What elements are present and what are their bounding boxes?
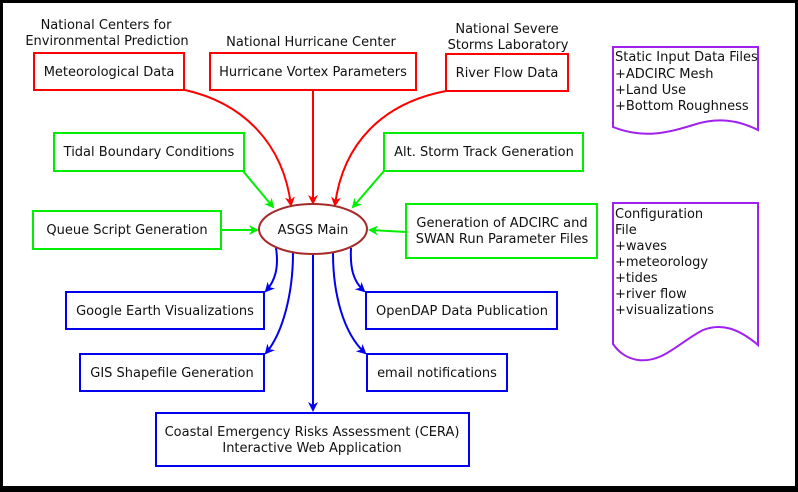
file-line: +Land Use: [615, 83, 686, 98]
provider-label: National Severe: [455, 22, 558, 37]
provider-label: Storms Laboratory: [448, 38, 569, 53]
node-box[interactable]: [155, 412, 470, 467]
process-queue-script[interactable]: Queue Script Generation: [32, 210, 222, 250]
node-box[interactable]: [33, 52, 185, 91]
file-static-input[interactable]: Static Input Data Files +ADCIRC Mesh +La…: [612, 46, 759, 135]
node-label: Coastal Emergency Risks Assessment (CERA…: [165, 425, 460, 440]
edge-main-to-opendap: [349, 247, 366, 293]
main-ellipse[interactable]: [258, 203, 368, 255]
output-edges: [264, 247, 367, 412]
source-river-flow[interactable]: National Severe Storms Laboratory River …: [445, 22, 569, 92]
node-label: GIS Shapefile Generation: [90, 366, 253, 381]
node-box[interactable]: [65, 291, 265, 330]
output-gis-shapefile[interactable]: GIS Shapefile Generation: [79, 353, 265, 392]
node-box[interactable]: [209, 52, 417, 91]
file-line: +waves: [615, 239, 667, 254]
node-box[interactable]: [79, 353, 265, 392]
node-box[interactable]: [383, 132, 584, 172]
edge-riverflow-to-main: [331, 90, 447, 207]
edge-main-to-gis: [264, 252, 294, 355]
node-label: OpenDAP Data Publication: [376, 304, 548, 319]
node-label: Tidal Boundary Conditions: [63, 145, 235, 160]
node-label: Meteorological Data: [44, 65, 175, 80]
node-box[interactable]: [445, 53, 569, 92]
edge-stormtrack-to-main: [351, 170, 385, 209]
file-line: +visualizations: [615, 303, 714, 318]
provider-label: National Centers for: [41, 18, 172, 33]
node-label: email notifications: [377, 366, 497, 381]
file-line: +river flow: [615, 287, 687, 302]
output-cera[interactable]: Coastal Emergency Risks Assessment (CERA…: [155, 412, 470, 467]
node-box[interactable]: [53, 132, 245, 172]
main-label: ASGS Main: [278, 223, 349, 238]
edge-meteorological-to-main: [184, 89, 295, 207]
node-label: Generation of ADCIRC and: [416, 216, 587, 231]
source-meteorological[interactable]: National Centers for Environmental Predi…: [25, 18, 189, 91]
process-run-parameters[interactable]: Generation of ADCIRC and SWAN Run Parame…: [405, 203, 598, 259]
source-hurricane-vortex[interactable]: National Hurricane Center Hurricane Vort…: [209, 35, 417, 91]
file-line: +Bottom Roughness: [615, 99, 749, 114]
node-asgs-main[interactable]: ASGS Main: [258, 203, 368, 255]
file-line: +tides: [615, 271, 658, 286]
node-box[interactable]: [365, 291, 558, 330]
file-line: Static Input Data Files: [615, 50, 758, 65]
node-label: Queue Script Generation: [46, 223, 207, 238]
source-edges: [184, 89, 447, 207]
node-box[interactable]: [366, 353, 508, 392]
process-edges: [221, 170, 407, 236]
file-line: File: [615, 223, 637, 238]
output-opendap[interactable]: OpenDAP Data Publication: [365, 291, 558, 330]
asgs-flow-diagram: National Centers for Environmental Predi…: [25, 18, 759, 467]
document-shape[interactable]: [612, 202, 759, 362]
output-email[interactable]: email notifications: [366, 353, 508, 392]
output-google-earth[interactable]: Google Earth Visualizations: [65, 291, 265, 330]
node-label: Alt. Storm Track Generation: [394, 145, 574, 160]
edge-main-to-googleearth: [264, 247, 278, 293]
node-label: Google Earth Visualizations: [76, 304, 254, 319]
node-label: River Flow Data: [456, 66, 559, 81]
file-configuration[interactable]: Configuration File +waves +meteorology +…: [612, 202, 759, 362]
edge-tidal-to-main: [242, 170, 275, 209]
node-box[interactable]: [32, 210, 222, 250]
edge-runparams-to-main: [368, 225, 407, 236]
node-label: SWAN Run Parameter Files: [416, 232, 589, 247]
node-label: Interactive Web Application: [222, 441, 401, 456]
file-line: Configuration: [615, 207, 703, 222]
node-label: Hurricane Vortex Parameters: [219, 65, 407, 80]
provider-label: National Hurricane Center: [226, 35, 396, 50]
node-box[interactable]: [405, 203, 598, 259]
provider-label: Environmental Prediction: [25, 34, 188, 49]
document-shape[interactable]: [612, 46, 759, 135]
file-line: +ADCIRC Mesh: [615, 67, 714, 82]
process-tidal[interactable]: Tidal Boundary Conditions: [53, 132, 245, 172]
edge-main-to-email: [332, 252, 367, 355]
process-storm-track[interactable]: Alt. Storm Track Generation: [383, 132, 584, 172]
file-line: +meteorology: [615, 255, 708, 270]
